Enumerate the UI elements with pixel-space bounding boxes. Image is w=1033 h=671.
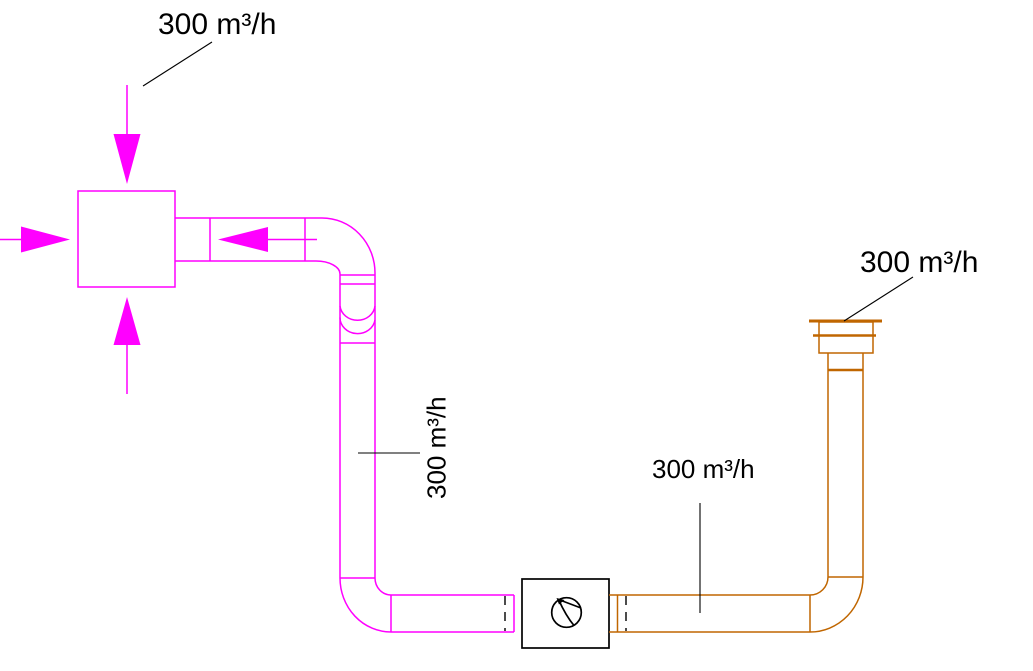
fan-impeller-icon[interactable] xyxy=(550,596,583,629)
flex-connector-arc[interactable] xyxy=(339,305,376,321)
airflow-arrow-left-icon[interactable] xyxy=(21,226,70,253)
leader-line xyxy=(142,41,213,87)
fan-housing[interactable] xyxy=(521,578,610,649)
flex-connector-arc[interactable] xyxy=(339,317,376,335)
elbow-outer-edge[interactable] xyxy=(809,576,864,633)
flow-value-label[interactable]: 300 m³/h xyxy=(158,8,276,41)
air-terminal-body[interactable] xyxy=(77,190,176,288)
flow-value-label[interactable]: 300 m³/h xyxy=(652,454,755,484)
roof-outlet-cap[interactable] xyxy=(809,319,882,354)
airflow-arrow-bottom-icon[interactable] xyxy=(113,297,141,345)
exhaust-duct-run[interactable] xyxy=(609,353,864,633)
flow-tag-terminal[interactable]: 300 m³/h xyxy=(142,8,276,87)
flow-tag-roof-outlet[interactable]: 300 m³/h xyxy=(843,246,978,322)
duct-flow-arrow-icon[interactable] xyxy=(218,227,268,252)
elbow-outer-edge[interactable] xyxy=(339,577,392,633)
cap-body[interactable] xyxy=(818,321,874,354)
fan-impeller-hub[interactable] xyxy=(556,598,565,605)
supply-duct-run[interactable] xyxy=(175,217,515,633)
airflow-arrow-top-icon[interactable] xyxy=(113,134,141,184)
flow-value-label[interactable]: 300 m³/h xyxy=(422,396,452,499)
elbow-inner-edge[interactable] xyxy=(809,576,829,596)
fan-unit[interactable] xyxy=(521,578,610,649)
leader-line xyxy=(843,276,914,322)
elbow-inner-edge[interactable] xyxy=(374,577,392,596)
duct-bottom-edge[interactable] xyxy=(175,260,341,275)
flow-tag-fan-outlet[interactable]: 300 m³/h xyxy=(652,454,755,613)
duct-top-edge[interactable] xyxy=(175,217,376,274)
supply-air-terminal[interactable] xyxy=(0,85,176,394)
flow-value-label[interactable]: 300 m³/h xyxy=(860,246,978,279)
flow-tag-riser[interactable]: 300 m³/h xyxy=(358,396,452,499)
